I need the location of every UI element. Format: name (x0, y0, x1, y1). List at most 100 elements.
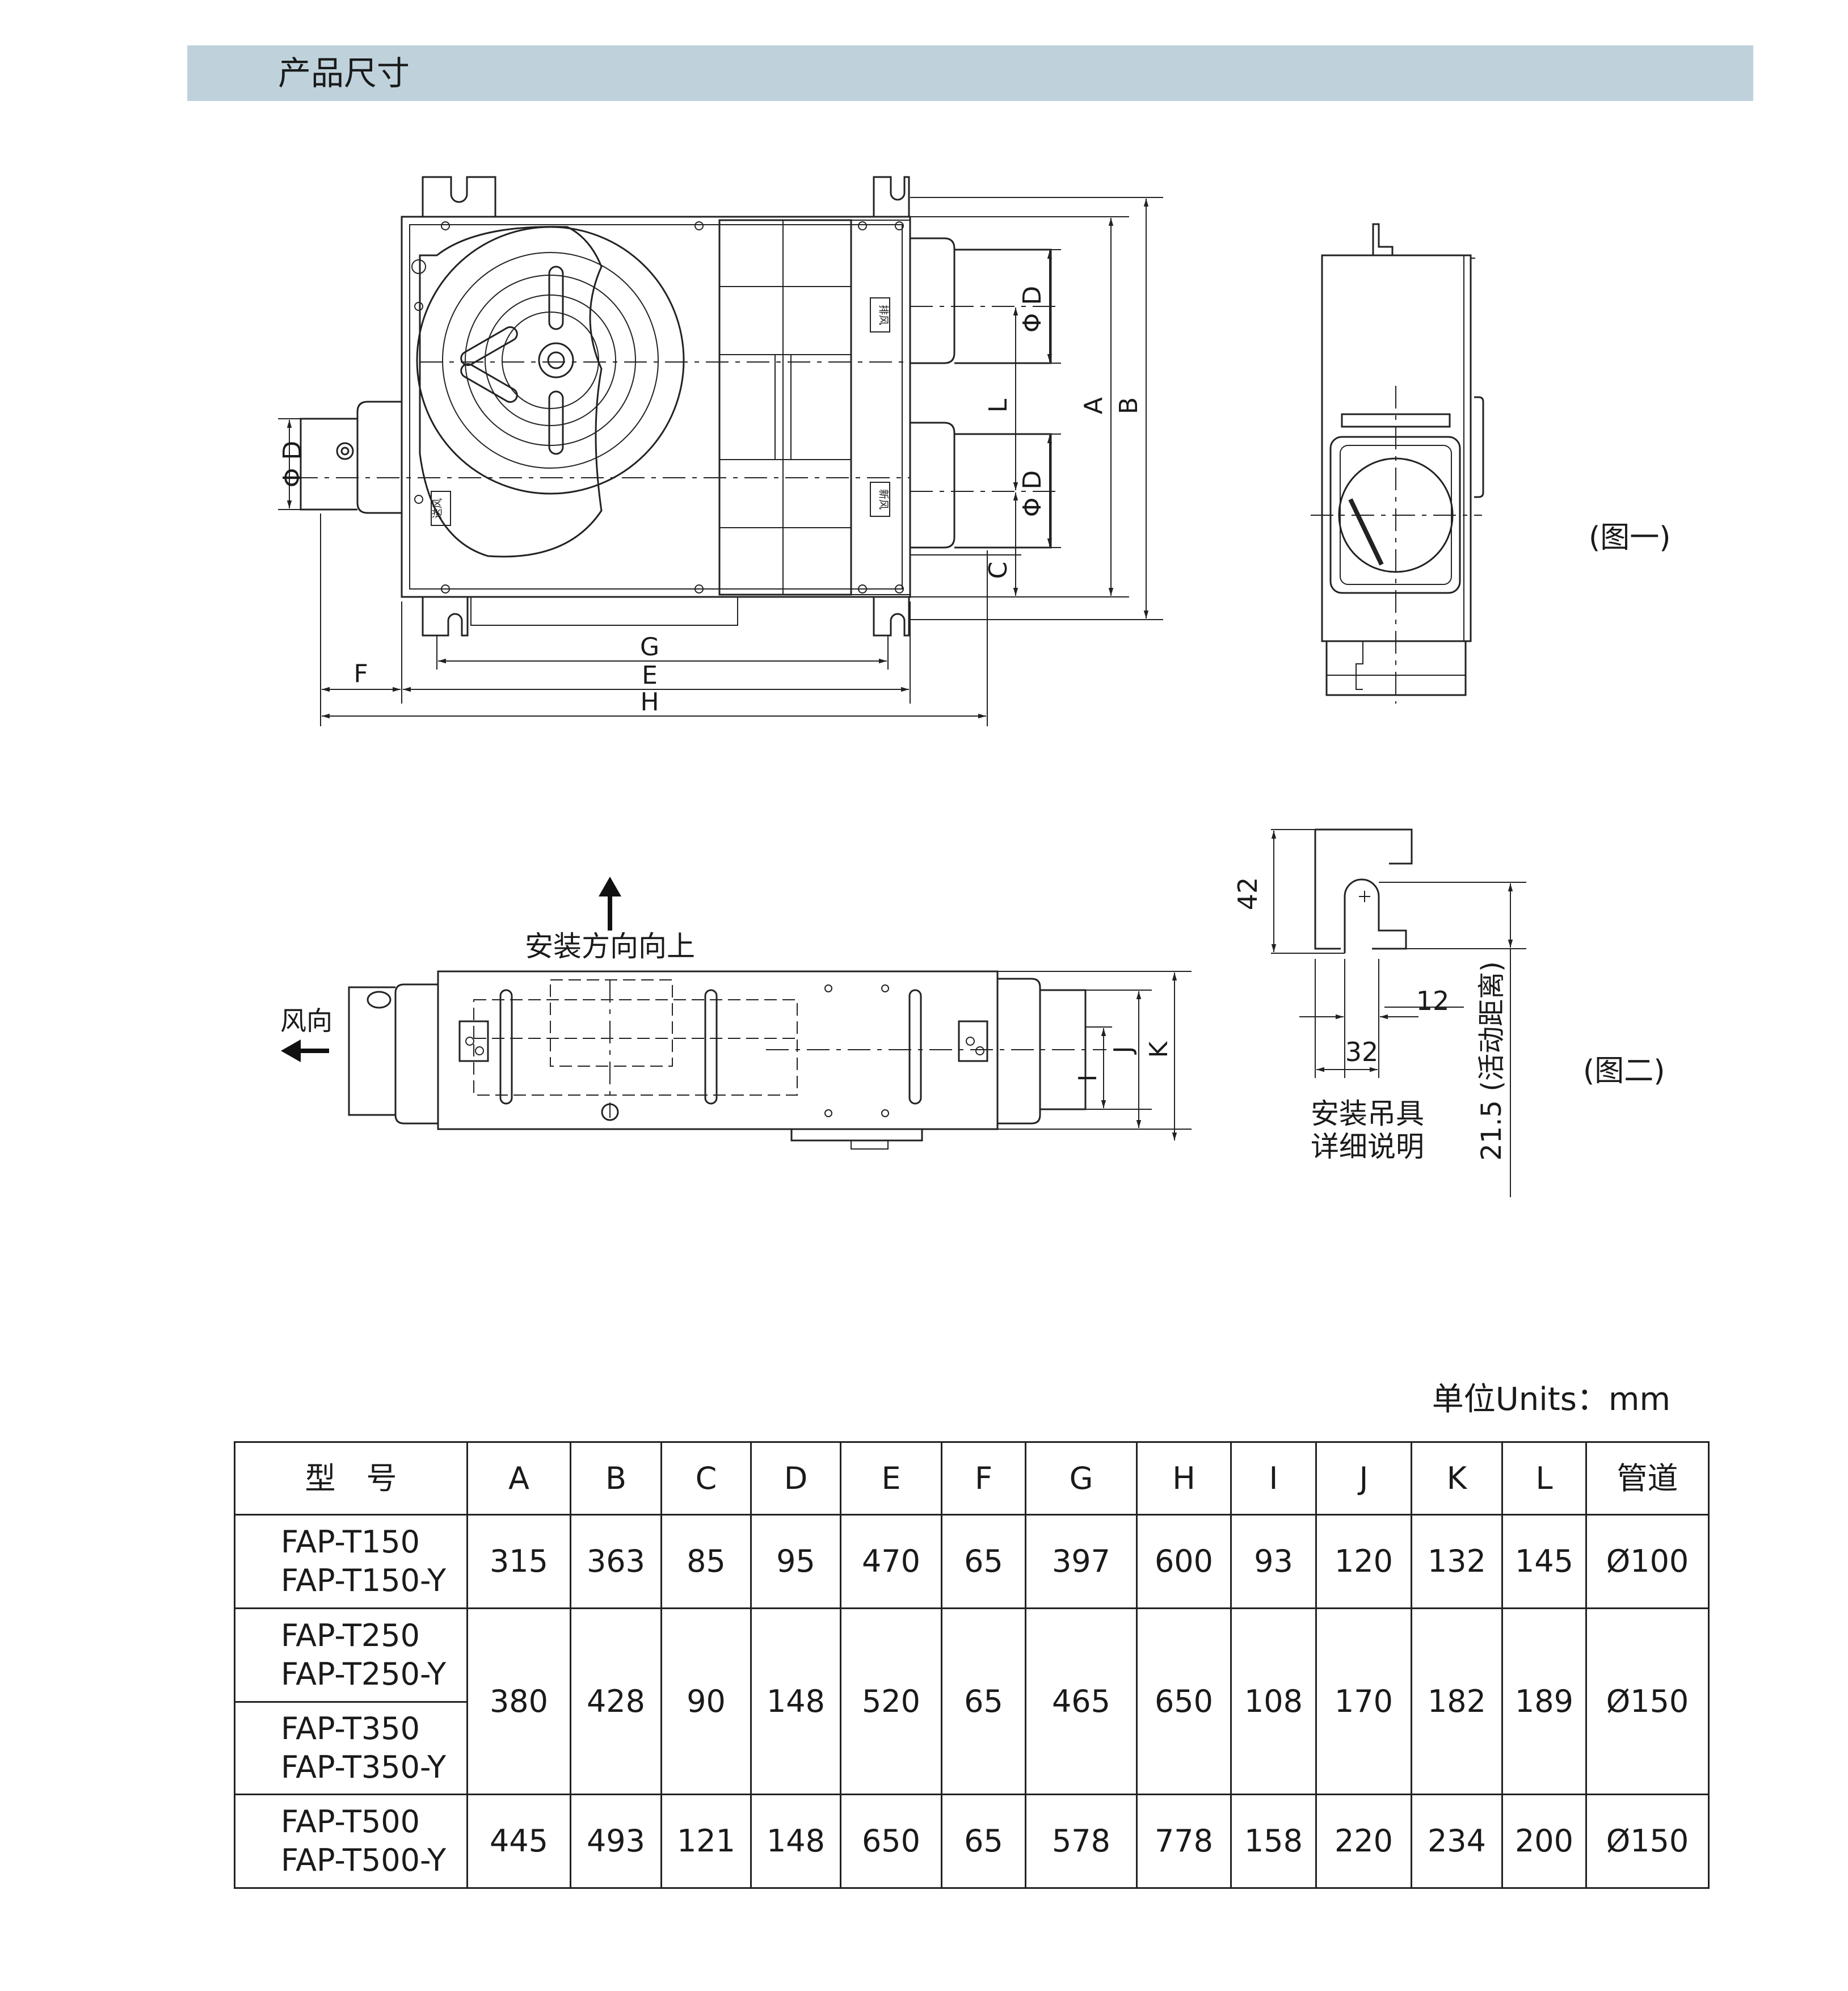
model-name: FAP-T350 (281, 1711, 420, 1746)
value-K: 132 (1411, 1514, 1503, 1609)
model-name: FAP-T150-Y (281, 1563, 447, 1598)
table-row: FAP-T500 FAP-T500-Y 445 493 121 148 650 … (234, 1794, 1710, 1889)
model-name: FAP-T250-Y (281, 1656, 447, 1692)
model-name: FAP-T250 (281, 1618, 420, 1653)
model-cell: FAP-T150 FAP-T150-Y (234, 1514, 468, 1609)
header-pipe: 管道 (1585, 1441, 1710, 1516)
value-H: 778 (1136, 1794, 1232, 1889)
value-L: 189 (1501, 1607, 1587, 1795)
tag-supply-text: 送风 (432, 498, 444, 519)
value-C: 85 (660, 1514, 752, 1609)
value-A: 445 (466, 1794, 571, 1889)
value-I: 108 (1230, 1607, 1317, 1795)
value-A: 315 (466, 1514, 571, 1609)
header-A: A (466, 1441, 571, 1516)
dim-12-label: 12 (1416, 986, 1450, 1016)
value-G: 578 (1025, 1794, 1138, 1889)
header-H: H (1136, 1441, 1232, 1516)
value-D: 95 (750, 1514, 841, 1609)
model-name: FAP-T500 (281, 1804, 420, 1840)
value-E: 470 (840, 1514, 942, 1609)
value-B: 363 (570, 1514, 662, 1609)
dim-label-L: L (984, 398, 1013, 412)
model-name: FAP-T150 (281, 1524, 420, 1560)
model-cell: FAP-T350 FAP-T350-Y (234, 1701, 468, 1795)
model-cell: FAP-T250 FAP-T250-Y (234, 1607, 468, 1703)
dim-label-D-bottom: Φ D (1018, 470, 1047, 517)
value-F: 65 (941, 1514, 1026, 1609)
dim-42-label: 42 (1232, 877, 1263, 911)
value-G: 465 (1025, 1607, 1138, 1795)
table-row: FAP-T250 FAP-T250-Y 380 428 90 148 520 6… (234, 1607, 1710, 1795)
header-model: 型 号 (234, 1441, 468, 1516)
figure1-side-view (1311, 223, 1484, 704)
dim-label-E: E (642, 661, 658, 690)
value-B: 428 (570, 1607, 662, 1795)
value-H: 600 (1136, 1514, 1232, 1609)
dim-label-D-left: Φ D (278, 441, 307, 488)
value-pipe: Ø150 (1585, 1607, 1710, 1795)
dimensions-table: 型 号 A B C D E F G H I J K L 管道 FAP-T150 … (234, 1441, 1710, 1889)
figure2-caption: (图二) (1583, 1054, 1665, 1088)
value-H: 650 (1136, 1607, 1232, 1795)
header-B: B (570, 1441, 662, 1516)
dim-label-A: A (1079, 397, 1108, 414)
dim-label-G: G (640, 633, 659, 662)
section-header: 产品尺寸 (187, 45, 1753, 101)
value-I: 158 (1230, 1794, 1317, 1889)
value-C: 90 (660, 1607, 752, 1795)
value-K: 182 (1411, 1607, 1503, 1795)
value-J: 120 (1315, 1514, 1412, 1609)
value-G: 397 (1025, 1514, 1138, 1609)
table-row: FAP-T350 FAP-T350-Y (234, 1701, 1709, 1795)
header-C: C (660, 1441, 752, 1516)
table-row: FAP-T150 FAP-T150-Y 315 363 85 95 470 65… (234, 1514, 1710, 1609)
header-I: I (1230, 1441, 1317, 1516)
value-B: 493 (570, 1794, 662, 1889)
value-F: 65 (941, 1607, 1026, 1795)
header-D: D (750, 1441, 841, 1516)
value-J: 220 (1315, 1794, 1412, 1889)
value-D: 148 (750, 1607, 841, 1795)
header-J: J (1315, 1441, 1412, 1516)
dim-label-F: F (353, 659, 368, 688)
value-I: 93 (1230, 1514, 1317, 1609)
tag-fresh-text: 新风 (877, 489, 889, 510)
dim-label-K: K (1144, 1041, 1173, 1058)
hanger-note-line2: 详细说明 (1311, 1130, 1424, 1163)
model-cell: FAP-T500 FAP-T500-Y (234, 1794, 468, 1889)
hanger-note-line1: 安装吊具 (1311, 1097, 1424, 1130)
section-title: 产品尺寸 (278, 54, 410, 92)
figure1-caption: (图一) (1589, 521, 1671, 555)
value-L: 200 (1501, 1794, 1587, 1889)
value-E: 520 (840, 1607, 942, 1795)
left-arrow-icon (281, 1039, 329, 1062)
value-A: 380 (466, 1607, 571, 1795)
header-L: L (1501, 1441, 1587, 1516)
dim-label-I: I (1074, 1075, 1102, 1082)
header-K: K (1411, 1441, 1503, 1516)
value-F: 65 (941, 1794, 1026, 1889)
value-K: 234 (1411, 1794, 1503, 1889)
value-pipe: Ø150 (1585, 1794, 1710, 1889)
up-arrow-icon (599, 877, 621, 931)
value-C: 121 (660, 1794, 752, 1889)
value-L: 145 (1501, 1514, 1587, 1609)
tag-outlet-text: 排风 (877, 305, 889, 325)
hanger-detail (1271, 828, 1526, 1197)
value-J: 170 (1315, 1607, 1412, 1795)
table-header-row: 型 号 A B C D E F G H I J K L 管道 (234, 1441, 1710, 1516)
dim-32-label: 32 (1345, 1037, 1379, 1067)
figure1-labels: A B Φ D Φ D L C Φ D G E F H 排风 新风 送风 (278, 286, 1143, 717)
dim-label-J: J (1109, 1046, 1138, 1055)
model-name: FAP-T500-Y (281, 1842, 447, 1878)
header-F: F (941, 1441, 1026, 1516)
value-D: 148 (750, 1794, 841, 1889)
hanger-labels: 42 12 32 21.5 (活动距离) 安装吊具 详细说明 (1232, 877, 1508, 1163)
value-pipe: Ø100 (1585, 1514, 1710, 1609)
unit-label: 单位Units：mm (1432, 1381, 1670, 1418)
dim-label-D-top: Φ D (1018, 286, 1047, 333)
figure2-front-view (348, 970, 1192, 1150)
dimension-drawings: A B Φ D Φ D L C Φ D G E F H 排风 新风 送风 (图一… (278, 176, 1671, 1197)
dim-21-5-label: 21.5 (活动距离) (1476, 961, 1508, 1161)
